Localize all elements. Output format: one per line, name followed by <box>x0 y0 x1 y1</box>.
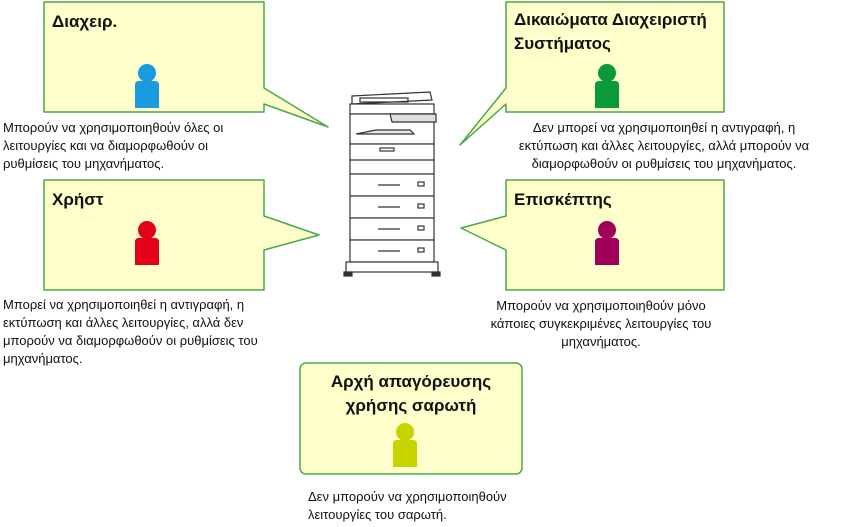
role-title-system-admin: Δικαιώματα Διαχειριστή Συστήματος <box>514 8 707 56</box>
role-description-scan-prohibited: Δεν μπορούν να χρησιμοποιηθούν λειτουργί… <box>308 488 507 524</box>
description-line: λειτουργίες του σαρωτή. <box>308 507 447 522</box>
description-line: μηχανήματος. <box>561 334 641 349</box>
role-title-user: Χρήστ <box>52 190 104 209</box>
description-line: κάποιες συγκεκριμένες λειτουργίες του <box>490 316 712 331</box>
role-title-scan-prohibited: Αρχή απαγόρευσης χρήσης σαρωτή <box>300 370 522 418</box>
description-line: εκτύπωση και άλλες λειτουργίες, αλλά δεν <box>3 315 244 330</box>
role-title-admin: Διαχειρ. <box>52 12 118 31</box>
role-description-user: Μπορεί να χρησιμοποιηθεί η αντιγραφή, η … <box>3 296 258 368</box>
description-line: Μπορούν να χρησιμοποιηθούν όλες οι <box>3 120 224 135</box>
bubble-guest <box>460 179 725 291</box>
description-line: Δεν μπορούν να χρησιμοποιηθούν <box>308 489 507 504</box>
role-description-system-admin: Δεν μπορεί να χρησιμοποιηθεί η αντιγραφή… <box>494 119 834 173</box>
multifunction-printer-icon <box>343 91 441 277</box>
person-icon <box>135 64 159 108</box>
bubble-user <box>43 179 320 291</box>
role-description-guest: Μπορούν να χρησιμοποιηθούν μόνο κάποιες … <box>456 297 746 351</box>
person-icon <box>393 423 417 467</box>
bubble-system-admin <box>459 1 725 146</box>
person-icon <box>595 221 619 265</box>
description-line: μηχανήματος. <box>3 351 83 366</box>
person-icon <box>595 64 619 108</box>
role-title-scan-prohibited-line-1: Αρχή απαγόρευσης <box>330 372 492 391</box>
description-line: ρυθμίσεις του μηχανήματος. <box>3 156 165 171</box>
description-line: λειτουργίες και να διαμορφωθούν οι <box>3 138 209 153</box>
role-title-guest: Επισκέπτης <box>514 190 612 209</box>
description-line: Μπορεί να χρησιμοποιηθεί η αντιγραφή, η <box>3 297 245 312</box>
role-description-admin: Μπορούν να χρησιμοποιηθούν όλες οι λειτο… <box>3 119 223 173</box>
role-title-scan-prohibited-line-2: χρήσης σαρωτή <box>345 396 477 415</box>
description-line: διαμορφωθούν οι ρυθμίσεις του μηχανήματο… <box>531 156 797 171</box>
description-line: μπορούν να διαμορφωθούν οι ρυθμίσεις του <box>3 333 258 348</box>
role-title-system-admin-line-2: Συστήματος <box>514 34 611 53</box>
person-icon <box>135 221 159 265</box>
role-title-system-admin-line-1: Δικαιώματα Διαχειριστή <box>514 10 707 29</box>
description-line: Δεν μπορεί να χρησιμοποιηθεί η αντιγραφή… <box>532 120 796 135</box>
bubble-scan-prohibited <box>299 362 523 475</box>
description-line: εκτύπωση και άλλες λειτουργίες, αλλά μπο… <box>518 138 810 153</box>
bubble-admin <box>43 1 329 128</box>
description-line: Μπορούν να χρησιμοποιηθούν μόνο <box>496 298 706 313</box>
